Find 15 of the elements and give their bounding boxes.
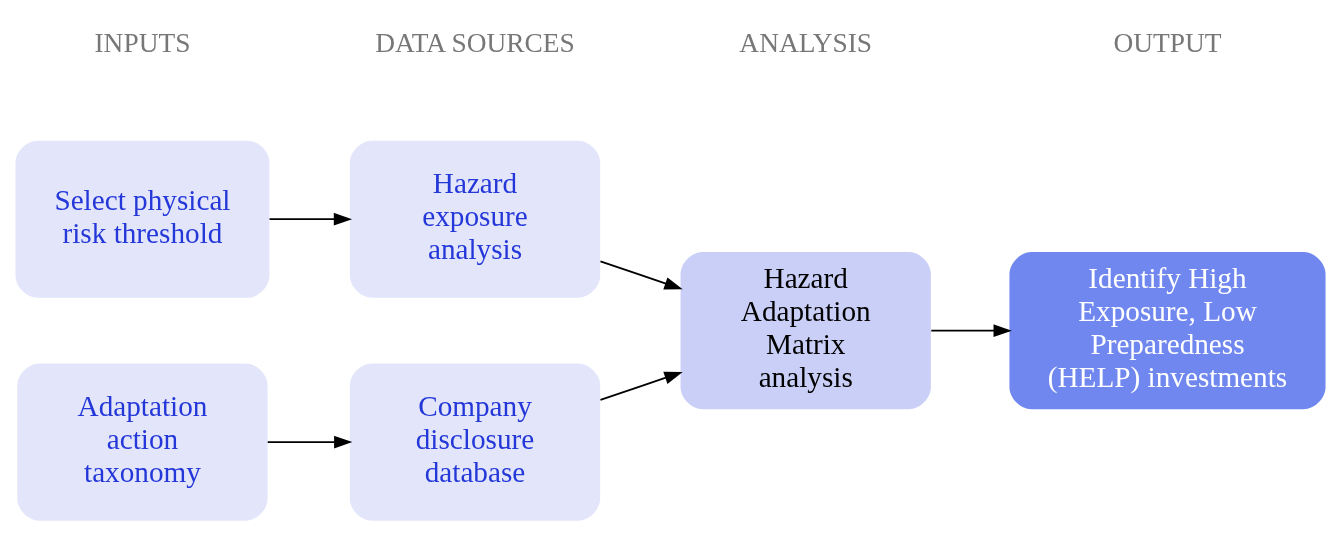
node-box: Hazard exposure analysis	[349, 140, 601, 298]
node-box: Select physical risk threshold	[15, 140, 270, 298]
arrow	[930, 323, 1012, 337]
arrow	[599, 259, 683, 290]
arrow	[599, 371, 683, 401]
label: OUTPUT	[1113, 27, 1222, 58]
node-box: Identify High Exposure, Low Preparedness (HELP) investments	[1009, 251, 1326, 409]
node-box: Adaptation action taxonomy	[17, 363, 268, 521]
node-box: Hazard Adaptation Matrix analysis	[680, 251, 931, 409]
label: ANALYSIS	[739, 27, 873, 58]
arrow	[268, 212, 353, 226]
label: DATA SOURCES	[375, 27, 575, 58]
arrow	[266, 435, 353, 449]
node-box: Company disclosure database	[349, 363, 601, 521]
label: INPUTS	[94, 27, 191, 58]
